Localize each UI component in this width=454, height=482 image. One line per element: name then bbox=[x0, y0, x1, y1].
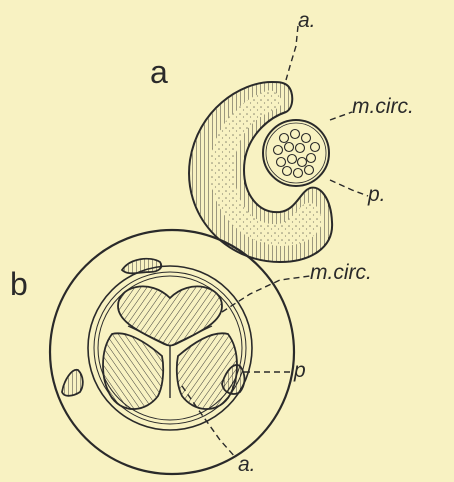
panel-b-letter: b bbox=[10, 268, 28, 300]
panel-b-bundle-left bbox=[62, 370, 83, 396]
panel-b-lobe-left bbox=[103, 333, 163, 409]
panel-b-label-p: p bbox=[294, 360, 306, 381]
panel-a-letter: a bbox=[150, 56, 168, 88]
panel-b-label-mcirc: m.circ. bbox=[310, 262, 372, 283]
panel-a-label-a: a. bbox=[298, 10, 316, 31]
panel-b-label-a: a. bbox=[238, 454, 256, 475]
panel-a-label-p: p. bbox=[368, 184, 386, 205]
panel-b-drawing bbox=[50, 230, 310, 474]
panel-a-label-mcirc: m.circ. bbox=[352, 96, 414, 117]
panel-a-drawing bbox=[189, 26, 368, 262]
panel-b-bundle-top bbox=[122, 259, 161, 274]
